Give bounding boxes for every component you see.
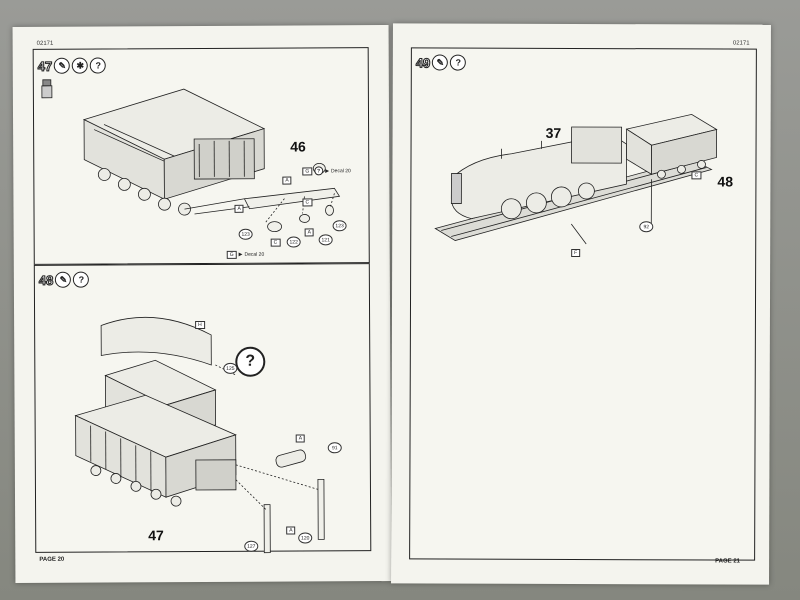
paint-ref-a: A [295, 434, 306, 443]
part-number: 125 [223, 362, 238, 374]
paint-ref-h: H [195, 320, 205, 330]
doc-code: 02171 [36, 40, 54, 47]
part-number: 121 [318, 234, 333, 246]
tender-assembly-drawing [41, 79, 341, 233]
page-number: PAGE 20 [39, 556, 65, 563]
question-icon: ? [314, 166, 324, 176]
part-number: 123 [332, 220, 347, 232]
paint-ref-a3: A [304, 228, 314, 237]
paint-ref-f: F [571, 248, 581, 257]
paint-ref-g: G?▶Decal 20 [302, 166, 351, 176]
part-number: 120 [298, 532, 313, 544]
left-page: 02171 47 ✎ ✱ ? [12, 25, 392, 583]
step-47-panel: 47 ✎ ✱ ? [32, 47, 370, 265]
part-number: 122 [286, 236, 301, 248]
paint-ref-a: A [282, 176, 292, 185]
callout-part-46: 46 [290, 138, 306, 155]
paint-ref-c2: C [270, 238, 281, 247]
part-number: 123 [238, 228, 253, 240]
step-48-panel: 48 ✎ ? ? 47 H A [33, 263, 372, 554]
doc-code: 02171 [732, 40, 750, 47]
part-number: 91 [327, 442, 342, 454]
decal-label: Decal 20 [244, 251, 265, 258]
locomotive-assembly-drawing [434, 113, 718, 245]
part-number: 92 [639, 221, 654, 233]
paint-ref-g-bottom: G▶Decal 20 [226, 250, 265, 259]
step-49-panel: 49 ✎ ? 37 48 [409, 47, 757, 561]
callout-part-37: 37 [545, 124, 562, 141]
callout-part-47: 47 [148, 527, 164, 544]
paint-ref-a2: A [234, 204, 244, 213]
page-number: PAGE 21 [715, 558, 741, 565]
paint-ref-a2: A [286, 526, 296, 535]
decal-label: Decal 20 [331, 167, 351, 174]
part-number: 127 [244, 540, 259, 552]
tender-exploded-drawing [74, 316, 325, 554]
paint-ref-c: C [691, 171, 702, 180]
callout-part-48: 48 [717, 173, 734, 190]
right-page: 02171 49 ✎ ? [391, 23, 771, 585]
paint-ref-c: C [302, 198, 313, 207]
